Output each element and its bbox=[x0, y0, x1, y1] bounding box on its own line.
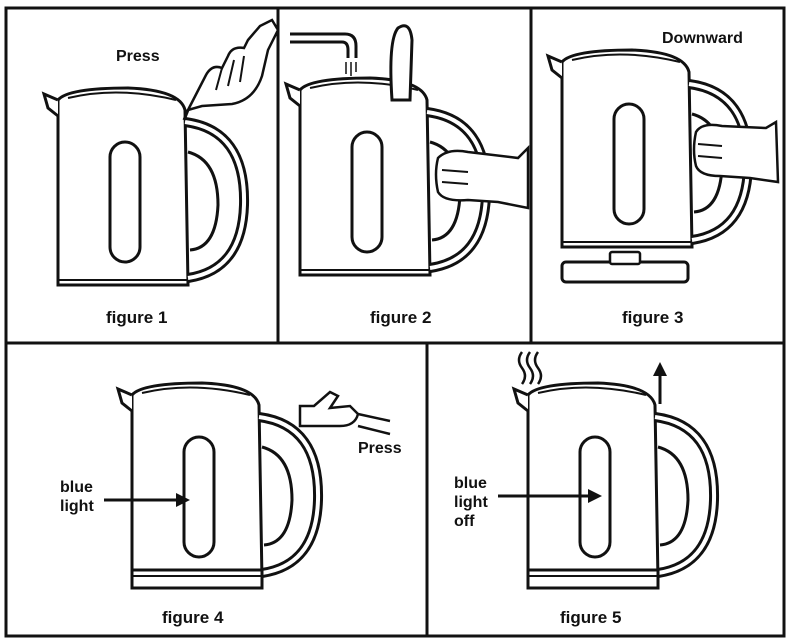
figure-5-indicator-word: blue bbox=[454, 475, 487, 492]
figure-4-kettle bbox=[118, 383, 318, 580]
figure-4-indicator-label: blue light bbox=[60, 478, 94, 516]
figure-2-lid-open bbox=[389, 24, 414, 102]
figure-4-indicator-word: blue bbox=[60, 479, 93, 496]
figure-4-indicator-arrow bbox=[104, 493, 190, 507]
figure-1-kettle bbox=[44, 88, 244, 285]
figure-1-annotation: Press bbox=[116, 48, 160, 65]
figure-4-annotation: Press bbox=[358, 440, 402, 457]
figure-5-indicator-word: light bbox=[454, 494, 488, 511]
figure-4-base-band bbox=[130, 568, 264, 590]
figure-2-caption: figure 2 bbox=[370, 308, 432, 327]
figure-4-hand-icon bbox=[298, 390, 392, 436]
figure-4-indicator-word: light bbox=[60, 498, 94, 515]
figure-5-caption: figure 5 bbox=[560, 608, 622, 627]
figure-5-indicator-word: off bbox=[454, 513, 475, 530]
figure-3-hand-icon bbox=[692, 119, 780, 184]
figure-2-faucet-icon bbox=[290, 32, 358, 76]
panel-borders bbox=[4, 6, 786, 638]
figure-2-hand-icon bbox=[434, 144, 530, 210]
figure-3-caption: figure 3 bbox=[622, 308, 684, 327]
figure-5-indicator-label: blue light off bbox=[454, 474, 488, 531]
figure-1-hand-icon bbox=[182, 18, 280, 121]
figure-3-power-base bbox=[560, 250, 690, 284]
figure-5-base-band bbox=[526, 568, 660, 590]
figure-3-annotation: Downward bbox=[662, 30, 743, 47]
figure-5-indicator-arrow bbox=[498, 489, 602, 503]
figure-5-kettle bbox=[514, 383, 714, 580]
figure-5-steam-icon bbox=[517, 351, 543, 385]
figure-5-switch-up-arrow bbox=[653, 362, 667, 404]
figure-1-caption: figure 1 bbox=[106, 308, 168, 327]
figure-4-caption: figure 4 bbox=[162, 608, 224, 627]
